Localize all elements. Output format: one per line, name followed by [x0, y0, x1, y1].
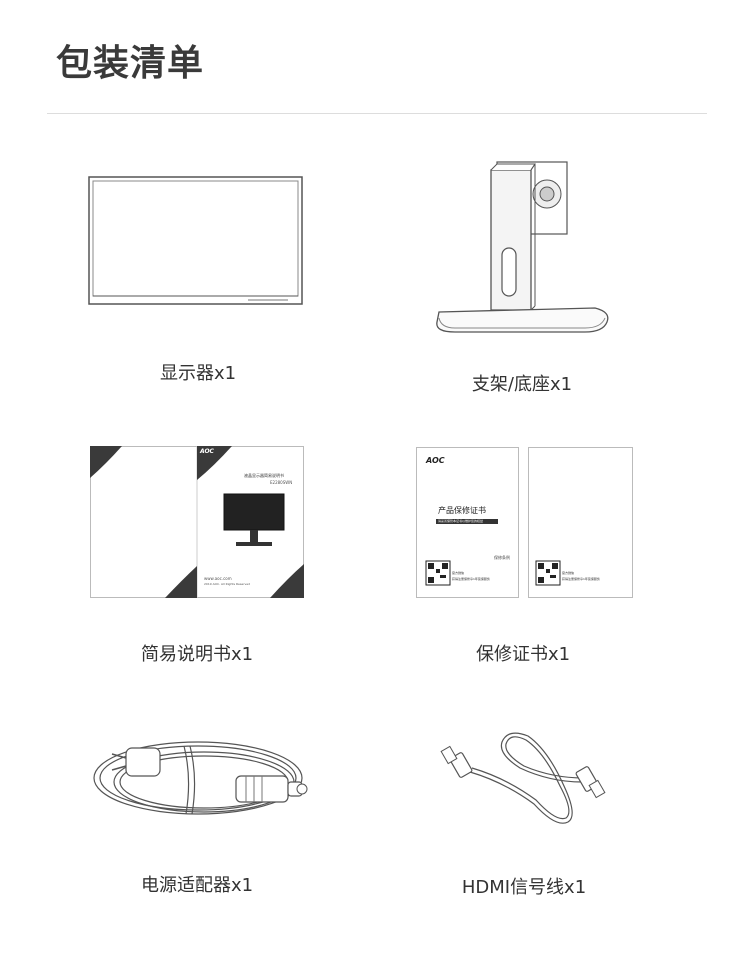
warranty-qr-caption-2: 获得注册保修享1年延保服务 — [452, 577, 490, 581]
package-item-stand — [435, 160, 611, 336]
package-item-manual: AOC 液晶显示器简易说明书 E2280SWN www.aoc.com 2019… — [90, 446, 304, 598]
caption-stand: 支架/底座x1 — [471, 374, 573, 395]
caption-hdmi: HDMI信号线x1 — [461, 877, 587, 898]
caption-adapter: 电源适配器x1 — [140, 875, 254, 896]
stand-base-outline-icon — [436, 161, 609, 333]
warranty-qr-caption-1: 官方微信 — [452, 571, 465, 575]
manual-model: E2280SWN — [270, 480, 293, 485]
title-divider — [47, 113, 707, 114]
manual-title: 液晶显示器简易说明书 — [244, 473, 284, 478]
caption-manual: 简易说明书x1 — [140, 644, 254, 665]
warranty-card-icon — [416, 447, 633, 598]
power-adapter-cable-icon — [93, 741, 308, 815]
caption-monitor: 显示器x1 — [159, 363, 237, 384]
manual-booklet-icon — [90, 446, 304, 598]
package-item-hdmi — [438, 724, 610, 834]
monitor-outline-icon — [88, 176, 303, 305]
caption-warranty: 保修证书x1 — [475, 644, 571, 665]
warranty-title: 产品保修证书 — [438, 506, 486, 515]
warranty-qr-caption-2b: 获得注册保修享1年延保服务 — [562, 577, 600, 581]
manual-copyright: 2019 AOC. All Rights Reserved — [204, 582, 251, 586]
hdmi-cable-icon — [440, 732, 606, 824]
package-item-monitor — [88, 176, 304, 306]
manual-brand: AOC — [200, 448, 214, 455]
warranty-subtitle: 请妥善保管本证书以维护您的权益 — [438, 519, 484, 523]
warranty-brand: AOC — [426, 456, 445, 465]
manual-website: www.aoc.com — [204, 576, 232, 581]
package-item-adapter — [86, 728, 310, 828]
warranty-qr-caption-1b: 官方微信 — [562, 571, 575, 575]
page-title: 包装清单 — [56, 43, 205, 84]
package-item-warranty: AOC 产品保修证书 请妥善保管本证书以维护您的权益 保修条例 官方微信 获得注… — [416, 447, 634, 599]
warranty-stamp: 保修条例 — [494, 555, 510, 560]
